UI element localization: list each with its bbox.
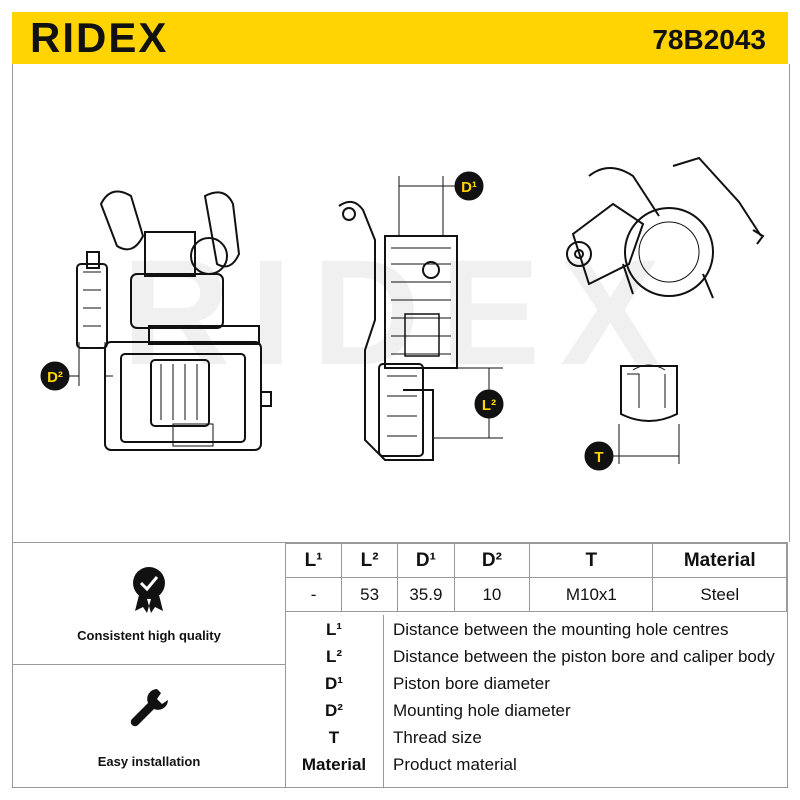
caliper-iso-view [566,156,765,299]
legend-key: D¹ [325,674,343,693]
legend-key: Material [301,755,367,774]
legend-row: D¹ Piston bore diameter [285,671,789,697]
brand-logo: RIDEX [30,14,169,61]
features-panel: Consistent high quality Easy installatio… [13,543,286,787]
legend-desc: Piston bore diameter [393,674,550,693]
legend-row: Material Product material [285,752,789,778]
legend-desc: Thread size [393,728,482,747]
spec-value-cell: 53 [341,577,399,612]
part-number: 78B2043 [652,24,766,55]
callout-d2: D² [47,369,63,386]
feature-quality: Consistent high quality [13,565,285,643]
spec-header-cell: L² [341,543,399,578]
spec-value-cell: 35.9 [397,577,455,612]
caliper-section-view [338,200,458,461]
legend-desc: Mounting hole diameter [393,701,571,720]
legend-key: D² [325,701,343,720]
info-panel: Consistent high quality Easy installatio… [12,542,788,788]
callout-t: T [594,449,603,466]
legend-row: L¹ Distance between the mounting hole ce… [285,617,789,643]
technical-drawing: RIDEX D² [12,64,790,542]
legend-desc: Distance between the piston bore and cal… [393,647,775,666]
quality-badge-icon [133,567,165,613]
legend-key: L¹ [325,620,343,639]
legend-row: D² Mounting hole diameter [285,698,789,724]
feature-label: Easy installation [97,754,201,769]
d1-dimension [398,171,484,236]
watermark: RIDEX [122,228,680,396]
spec-header-cell: L¹ [284,543,343,578]
spec-value-row: - 53 35.9 10 M10x1 Steel [284,577,787,612]
feature-divider [13,664,285,665]
d2-dimension [40,342,113,391]
spec-header-cell: Material [652,543,787,578]
caliper-front-view [76,190,272,451]
t-dimension [584,424,680,471]
spec-header-cell: D¹ [397,543,455,578]
bleed-screw-view [620,364,678,422]
feature-label: Consistent high quality [77,628,221,643]
header-bar: RIDEX 78B2043 [12,12,788,64]
spec-header-cell: T [529,543,654,578]
legend-desc: Distance between the mounting hole centr… [393,620,729,639]
spec-table: L¹ L² D¹ D² T Material - 53 35.9 10 M10x… [284,543,787,612]
callout-d1: D¹ [461,179,477,196]
feature-installation: Easy installation [13,685,285,769]
spec-header-row: L¹ L² D¹ D² T Material [284,543,787,578]
legend-divider [383,615,384,787]
legend-row: T Thread size [285,725,789,751]
callout-l2: L² [482,397,496,414]
legend-row: L² Distance between the piston bore and … [285,644,789,670]
legend-key: L² [325,647,343,666]
l2-dimension [433,367,504,439]
spec-value-cell: 10 [453,577,531,612]
spec-value-cell: Steel [652,577,787,612]
legend-desc: Product material [393,755,517,774]
wrench-icon [130,689,168,727]
spec-value-cell: - [284,577,343,612]
legend-key: T [328,728,340,747]
caliper-drawing-svg: RIDEX D² [40,156,765,471]
spec-header-cell: D² [453,543,531,578]
spec-value-cell: M10x1 [529,577,654,612]
